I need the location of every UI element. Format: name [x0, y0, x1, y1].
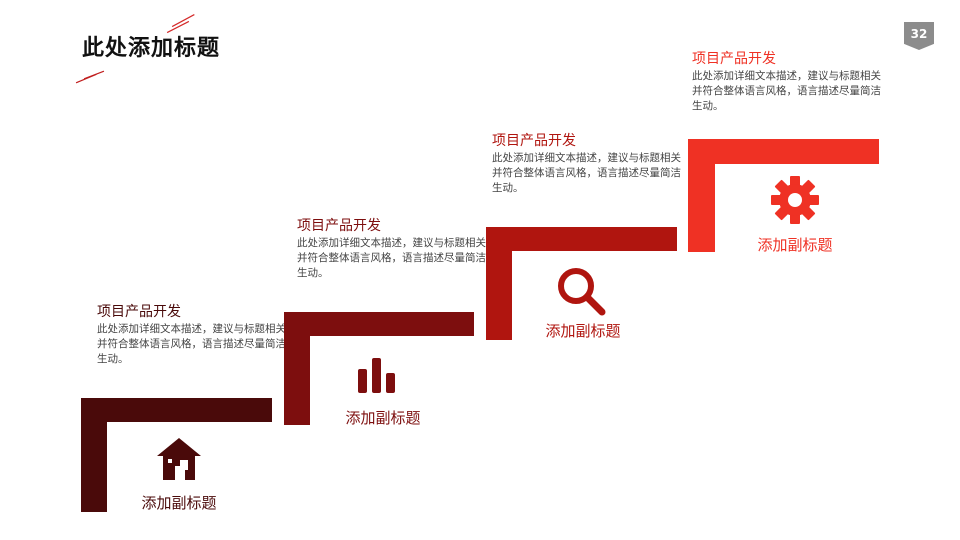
- step-3-riser: [486, 227, 512, 340]
- step-1-description: 此处添加详细文本描述，建议与标题相关并符合整体语言风格，语言描述尽量简洁生动。: [97, 323, 286, 365]
- step-2-riser: [284, 312, 310, 425]
- gear-icon: [771, 176, 819, 224]
- step-3-tread: [486, 227, 677, 251]
- step-2-subtitle: 添加副标题: [345, 409, 421, 427]
- step-4-text: 项目产品开发 此处添加详细文本描述，建议与标题相关并符合整体语言风格，语言描述尽…: [692, 51, 882, 114]
- step-3-description: 此处添加详细文本描述，建议与标题相关并符合整体语言风格，语言描述尽量简洁生动。: [492, 152, 681, 194]
- step-4-tread: [688, 139, 879, 164]
- step-1-heading: 项目产品开发: [97, 304, 181, 320]
- step-2-description: 此处添加详细文本描述，建议与标题相关并符合整体语言风格，语言描述尽量简洁生动。: [297, 237, 486, 279]
- step-2-text: 项目产品开发 此处添加详细文本描述，建议与标题相关并符合整体语言风格，语言描述尽…: [297, 218, 487, 281]
- step-3-heading: 项目产品开发: [492, 133, 576, 149]
- step-3-subtitle: 添加副标题: [545, 322, 621, 340]
- step-1-subtitle: 添加副标题: [141, 494, 217, 512]
- step-2-heading: 项目产品开发: [297, 218, 381, 234]
- step-4-subtitle: 添加副标题: [757, 236, 833, 254]
- slide-title: 此处添加标题: [82, 36, 221, 61]
- title-decoration: [75, 14, 195, 84]
- page-number-badge: 32: [904, 22, 934, 50]
- step-4-description: 此处添加详细文本描述，建议与标题相关并符合整体语言风格，语言描述尽量简洁生动。: [692, 70, 881, 112]
- bar-chart-icon: [358, 358, 395, 393]
- step-1-tread: [81, 398, 272, 422]
- search-icon: [558, 268, 606, 316]
- step-1-riser: [81, 398, 107, 512]
- step-3-text: 项目产品开发 此处添加详细文本描述，建议与标题相关并符合整体语言风格，语言描述尽…: [492, 133, 682, 196]
- step-4-riser: [688, 139, 715, 252]
- step-1-text: 项目产品开发 此处添加详细文本描述，建议与标题相关并符合整体语言风格，语言描述尽…: [97, 304, 287, 367]
- step-2-tread: [284, 312, 474, 336]
- step-4-heading: 项目产品开发: [692, 51, 776, 67]
- home-icon: [157, 438, 201, 480]
